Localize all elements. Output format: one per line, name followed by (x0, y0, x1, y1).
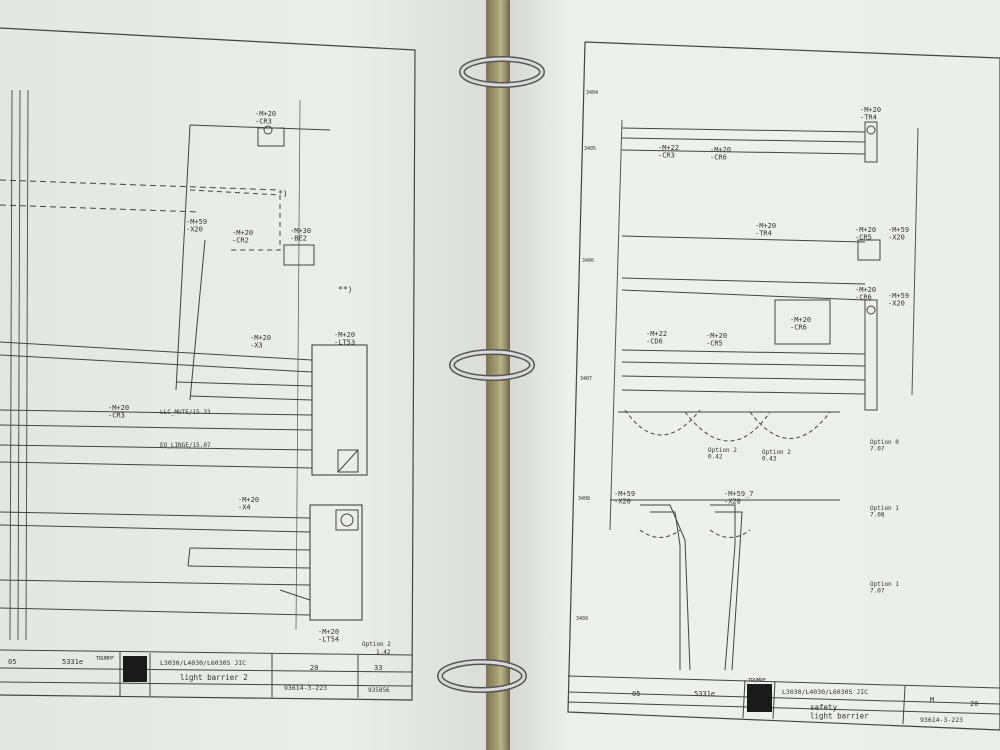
left-drawing-number: 93614-3-223 (284, 684, 327, 692)
left-schematic-drawing: -M+20-CR3 -M+20-CR2 -M+59-X20 -M+30-BE2 … (0, 27, 416, 701)
right-drawn-by: 5331e (694, 690, 715, 698)
row-3406: 3406 (582, 258, 594, 264)
cr2-tag: -M+20-CR2 (232, 229, 253, 245)
right-sheet-number: M (930, 696, 934, 704)
tr4-tag: -M+20-TR4 (860, 106, 881, 122)
x3-tag: -M+20-X3 (250, 334, 271, 350)
row-3408: 3408 (578, 496, 590, 502)
left-page-title: light barrier 2 (180, 673, 248, 682)
left-brand: TRUMPF (96, 656, 114, 662)
right-project-title: L3030/L4030/L6030S JIC (782, 688, 868, 696)
tr4b-tag: -M+20-TR4 (755, 222, 776, 238)
left-project-title: L3030/L4030/L6030S JIC (160, 659, 246, 667)
right-page-number: 20 (970, 700, 978, 708)
right-brand: TRUMPF (748, 678, 766, 684)
cr3b-tag: -M+20-CR3 (108, 404, 129, 420)
cr6-tag: -M+20-CR6 (710, 146, 731, 162)
x20-7-tag: -M+59_7-X20 (724, 490, 754, 506)
mute-label: LLC_MUTE/15.33 (160, 409, 211, 416)
linkage-label: EO_LINGE/15.07 (160, 442, 211, 449)
x20-tag-right: -M+59-X20 (888, 226, 909, 242)
row-3407: 3407 (580, 376, 592, 382)
left-schematic-page: -M+20-CR3 -M+20-CR2 -M+59-X20 -M+30-BE2 … (0, 0, 500, 750)
x20b-tag: -M+59-X20 (888, 292, 909, 308)
binder-ring-bottom (437, 659, 527, 693)
cr6c-tag: -M+20-CR6 (790, 316, 811, 332)
cd6-tag: -M+22-CD6 (646, 330, 667, 346)
cr3-tag: -M+20-CR3 (255, 110, 276, 126)
x4-tag: -M+20-X4 (238, 496, 259, 512)
left-sheet-number: 20 (310, 664, 318, 672)
binder-ring-top (459, 56, 545, 88)
left-drawn-by: 5331e (62, 658, 83, 666)
row-3405: 3405 (584, 146, 596, 152)
left-footer-code: 935856 (368, 687, 390, 694)
binder-ring-middle (449, 349, 535, 381)
lt53-tag: -M+20-LT53 (334, 331, 355, 347)
row-3404: 3404 (586, 90, 598, 96)
lt54-tag: -M+20-LT54 (318, 628, 339, 644)
left-revision-note: Option 2 (362, 641, 391, 648)
note-1: *) (278, 189, 288, 198)
cr5-tag: -M+20-CR5 (855, 226, 876, 242)
left-page-number: 33 (374, 664, 382, 672)
note-2: **) (338, 285, 352, 294)
left-rev-value: 1.42 (376, 649, 391, 656)
right-section: 05 (632, 690, 640, 698)
right-drawing-number: 93614-3-223 (920, 716, 963, 724)
x20-tag: -M+59-X20 (186, 218, 207, 234)
right-schematic-drawing: -M+20-TR4 -M+22-CR3 -M+20-CR6 -M+20-TR4 … (567, 41, 1000, 731)
x20-6-tag: -M+59-X20 (614, 490, 635, 506)
cr6b-tag: -M+20-CR6 (855, 286, 876, 302)
right-schematic-page: -M+20-TR4 -M+22-CR3 -M+20-CR6 -M+20-TR4 … (510, 0, 1000, 750)
be2-tag: -M+30-BE2 (290, 227, 311, 243)
cr3-tag-right: -M+22-CR3 (658, 144, 679, 160)
row-3409: 3409 (576, 616, 588, 622)
cr5b-tag: -M+20-CR5 (706, 332, 727, 348)
left-section: 05 (8, 658, 16, 666)
